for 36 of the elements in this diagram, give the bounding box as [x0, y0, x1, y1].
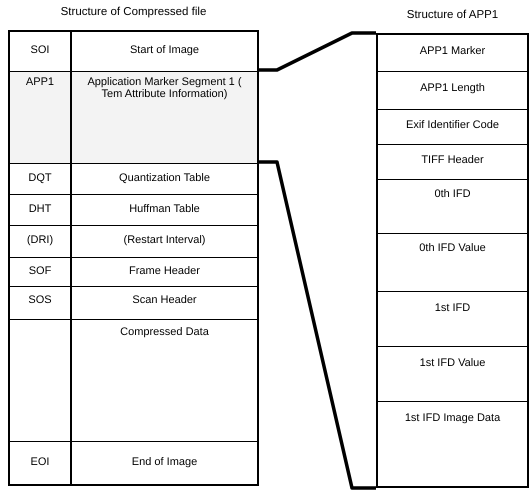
- field-name: 1st IFD Value: [418, 356, 486, 371]
- field-name: 1st IFD: [434, 301, 472, 316]
- field-name: Exif Identifier Code: [405, 118, 500, 133]
- table-row: [10, 258, 257, 287]
- table-row: [10, 226, 257, 258]
- table-row: [10, 287, 257, 320]
- segment-code: SOF: [10, 258, 72, 286]
- segment-code: DQT: [10, 164, 72, 194]
- segment-code: SOS: [10, 287, 72, 319]
- field-name: 0th IFD: [433, 187, 472, 202]
- table-row: [10, 320, 257, 442]
- segment-description: (Restart Interval): [122, 233, 206, 248]
- segment-description: End of Image: [130, 455, 198, 470]
- table-row: [10, 72, 257, 164]
- field-name: 1st IFD Image Data: [404, 411, 502, 426]
- segment-code: (DRI): [10, 226, 72, 257]
- segment-description: Frame Header: [128, 264, 201, 279]
- field-name: TIFF Header: [420, 153, 485, 168]
- segment-description: Start of Image: [128, 43, 200, 58]
- segment-description: Quantization Table: [118, 171, 211, 186]
- field-name: 0th IFD Value: [418, 241, 487, 256]
- field-name: APP1 Length: [419, 81, 486, 96]
- segment-code: EOI: [10, 442, 72, 484]
- segment-description: Huffman Table: [128, 202, 201, 217]
- table-row: [10, 164, 257, 195]
- table-heading: Structure of Compressed file: [60, 6, 208, 18]
- zoom-line: [259, 31, 376, 72]
- zoom-line: [259, 160, 376, 490]
- segment-description: Scan Header: [131, 293, 198, 308]
- segment-description: Compressed Data: [119, 325, 210, 340]
- segment-description: Application Marker Segment 1 ( Tem Attribute Information): [86, 75, 243, 102]
- table-heading: Structure of APP1: [406, 9, 500, 21]
- table-row: [10, 195, 257, 226]
- field-name: APP1 Marker: [418, 44, 486, 59]
- segment-code: DHT: [10, 195, 72, 225]
- segment-code: APP1: [10, 72, 72, 163]
